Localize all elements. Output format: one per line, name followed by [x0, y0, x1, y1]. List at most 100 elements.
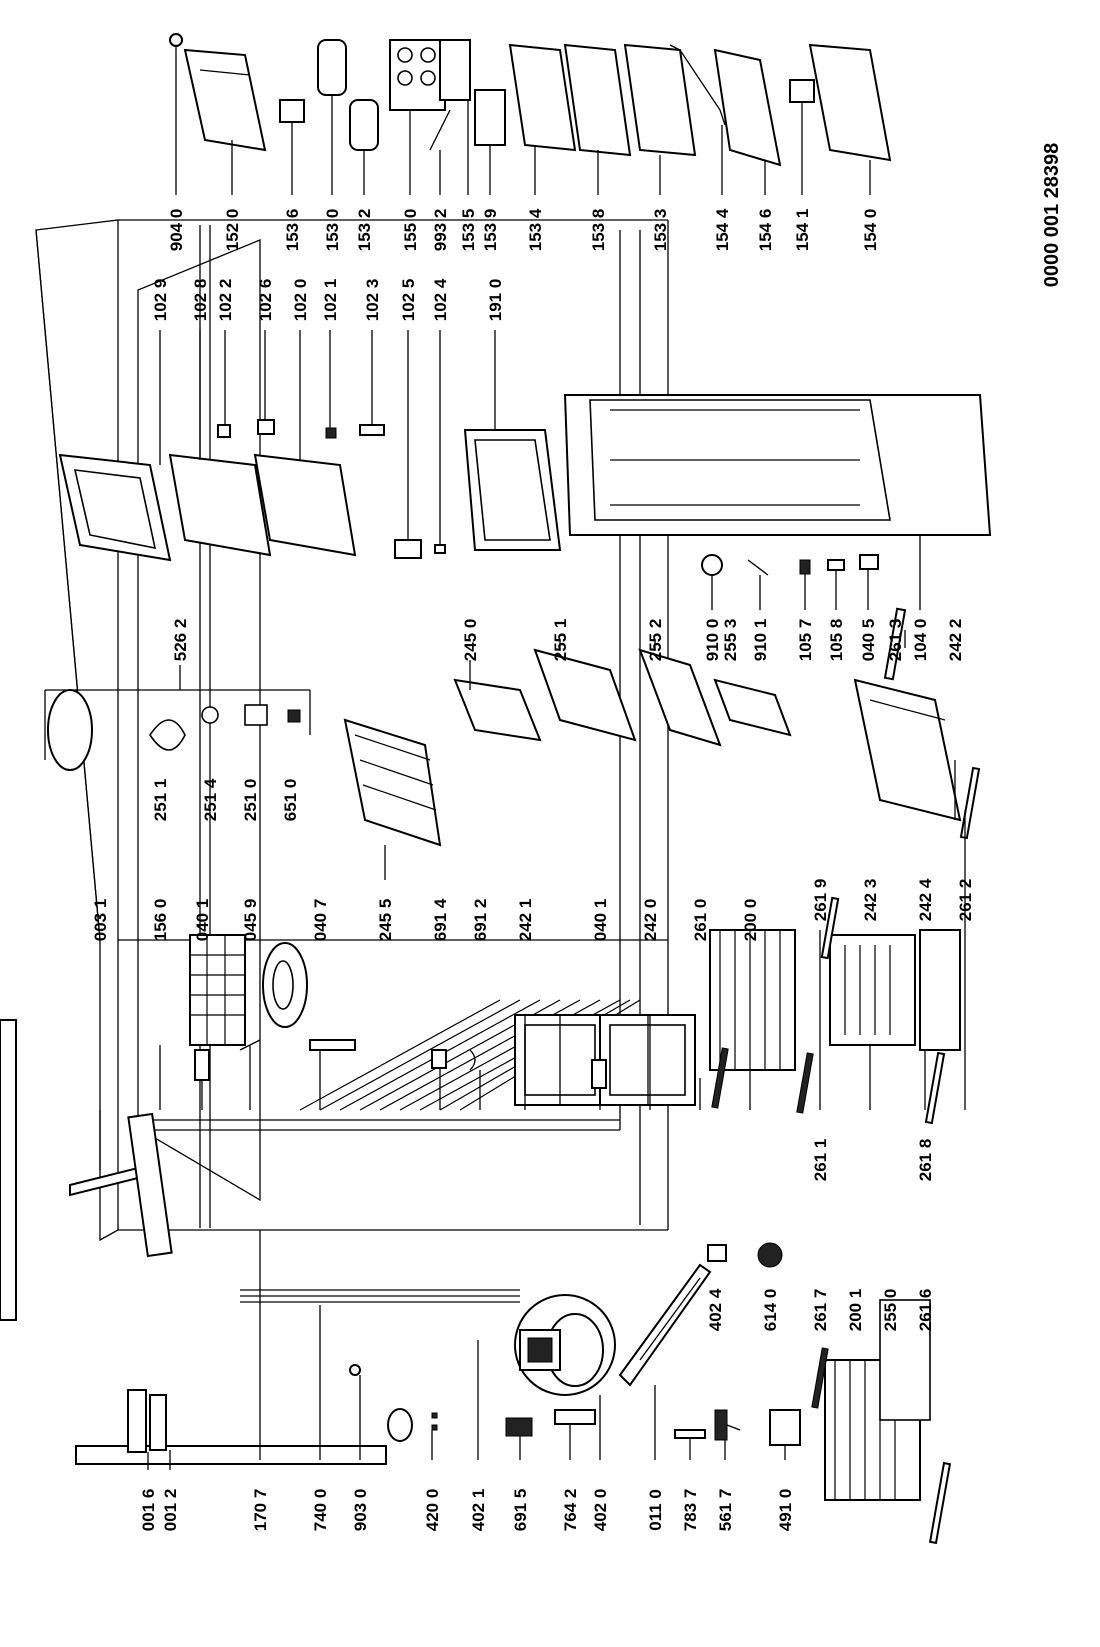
- label-993-2: 993 2: [431, 209, 450, 252]
- bin-153-4: [508, 43, 577, 152]
- label-242-2: 242 2: [946, 619, 965, 662]
- label-526-2: 526 2: [171, 619, 190, 662]
- bar-154-6: [713, 48, 782, 167]
- label-102-6: 102 6: [256, 279, 275, 322]
- label-242-3: 242 3: [861, 879, 880, 922]
- top-cover-strip: [69, 1112, 173, 1258]
- label-153-0: 153 0: [323, 209, 342, 252]
- label-153-4: 153 4: [526, 208, 545, 251]
- glass-shelf-255-1: [533, 648, 637, 742]
- rail-261-2: [959, 766, 981, 840]
- bin-154-0: [808, 43, 892, 162]
- label-153-9: 153 9: [481, 209, 500, 252]
- label-242-4: 242 4: [916, 878, 935, 921]
- label-420-0: 420 0: [423, 1489, 442, 1532]
- label-255-1: 255 1: [551, 619, 570, 662]
- glass-shelf-255-3: [713, 678, 792, 737]
- label-153-6: 153 6: [283, 209, 302, 252]
- label-402-1: 402 1: [469, 1489, 488, 1532]
- part-105-8: [827, 559, 845, 571]
- label-251-4: 251 4: [201, 778, 220, 821]
- wire-basket-245-5: [343, 718, 442, 847]
- wire-shelf-245-0: [453, 678, 542, 742]
- crisper-drawer-lower: [599, 1014, 696, 1106]
- rail-261-8: [924, 1051, 946, 1125]
- label-614-0: 614 0: [761, 1289, 780, 1332]
- label-561-7: 561 7: [716, 1489, 735, 1532]
- hinge-040-1-upper: [194, 1049, 210, 1081]
- part-labels: 001 6 001 2 170 7 740 0 903 0 420 0 402 …: [91, 208, 975, 1531]
- document-number: 0000 001 28398: [1041, 143, 1063, 288]
- label-251-1: 251 1: [151, 779, 170, 822]
- thermostat-561-7: [714, 1409, 741, 1441]
- knob-910-0: [701, 554, 723, 576]
- label-001-6: 001 6: [139, 1489, 158, 1532]
- label-102-2: 102 2: [216, 279, 235, 322]
- screw-903: [349, 1364, 361, 1376]
- label-255-2: 255 2: [646, 619, 665, 662]
- label-154-4: 154 4: [713, 208, 732, 251]
- label-102-0: 102 0: [291, 279, 310, 322]
- bin-153-0: [317, 39, 347, 96]
- label-261-6: 261 6: [916, 1289, 935, 1332]
- label-245-0: 245 0: [461, 619, 480, 662]
- label-783-7: 783 7: [681, 1489, 700, 1532]
- part-040-5: [859, 554, 879, 570]
- rail-261-1: [796, 1052, 814, 1114]
- label-102-8: 102 8: [191, 279, 210, 322]
- label-910-1: 910 1: [751, 619, 770, 662]
- cap-904-0: [169, 33, 183, 47]
- label-691-5: 691 5: [511, 1489, 530, 1532]
- label-261-1: 261 1: [811, 1139, 830, 1182]
- part-102-5: [394, 539, 422, 559]
- base-plate: [618, 1263, 712, 1387]
- strip-261-3: [883, 607, 907, 681]
- label-153-2: 153 2: [355, 209, 374, 252]
- freezer-frame-102-9: [58, 453, 172, 562]
- glass-shelf-255-0: [879, 1299, 931, 1421]
- freezer-flap-102-0: [253, 453, 357, 557]
- label-003-1: 003 1: [91, 899, 110, 942]
- label-040-1-upper: 040 1: [193, 899, 212, 942]
- rail-261-9: [820, 896, 840, 960]
- label-261-8: 261 8: [916, 1139, 935, 1182]
- bin-153-8: [563, 43, 632, 157]
- label-155-0: 155 0: [401, 209, 420, 252]
- light-assembly-group: [44, 689, 311, 771]
- label-011-0: 011 0: [646, 1489, 665, 1531]
- crisper-drawer-upper: [514, 1014, 606, 1106]
- label-156-0: 156 0: [151, 899, 170, 942]
- label-402-0: 402 0: [591, 1489, 610, 1532]
- label-152-0: 152 0: [223, 209, 242, 252]
- label-102-4: 102 4: [431, 278, 450, 321]
- label-170-7: 170 7: [251, 1489, 270, 1532]
- glass-shelf-255-2: [638, 648, 722, 747]
- egg-tray-155-0: [389, 39, 446, 111]
- label-242-0: 242 0: [641, 899, 660, 942]
- bin-153-5: [439, 39, 471, 101]
- label-691-2: 691 2: [471, 899, 490, 942]
- bin-153-3: [623, 43, 697, 157]
- label-102-1: 102 1: [321, 279, 340, 322]
- part-993-2: [429, 109, 451, 151]
- rail-261-7: [811, 1347, 829, 1409]
- part-105-7: [799, 559, 811, 575]
- feet-491-0: [769, 1409, 801, 1446]
- starter-relay-420: [387, 1408, 438, 1442]
- label-102-5: 102 5: [399, 279, 418, 322]
- clip-691-2: [469, 1049, 476, 1071]
- label-045-9: 045 9: [241, 899, 260, 942]
- freezer-flap-102-8: [168, 453, 272, 557]
- part-102-3: [359, 424, 385, 436]
- label-153-5: 153 5: [459, 209, 478, 252]
- rail-261-6: [928, 1461, 952, 1545]
- label-261-3: 261 3: [886, 619, 905, 662]
- label-245-5: 245 5: [376, 899, 395, 942]
- label-154-6: 154 6: [756, 209, 775, 252]
- label-651-0: 651 0: [281, 779, 300, 822]
- clip-691-4: [431, 1049, 447, 1069]
- label-191-0: 191 0: [486, 279, 505, 322]
- label-154-0: 154 0: [861, 209, 880, 252]
